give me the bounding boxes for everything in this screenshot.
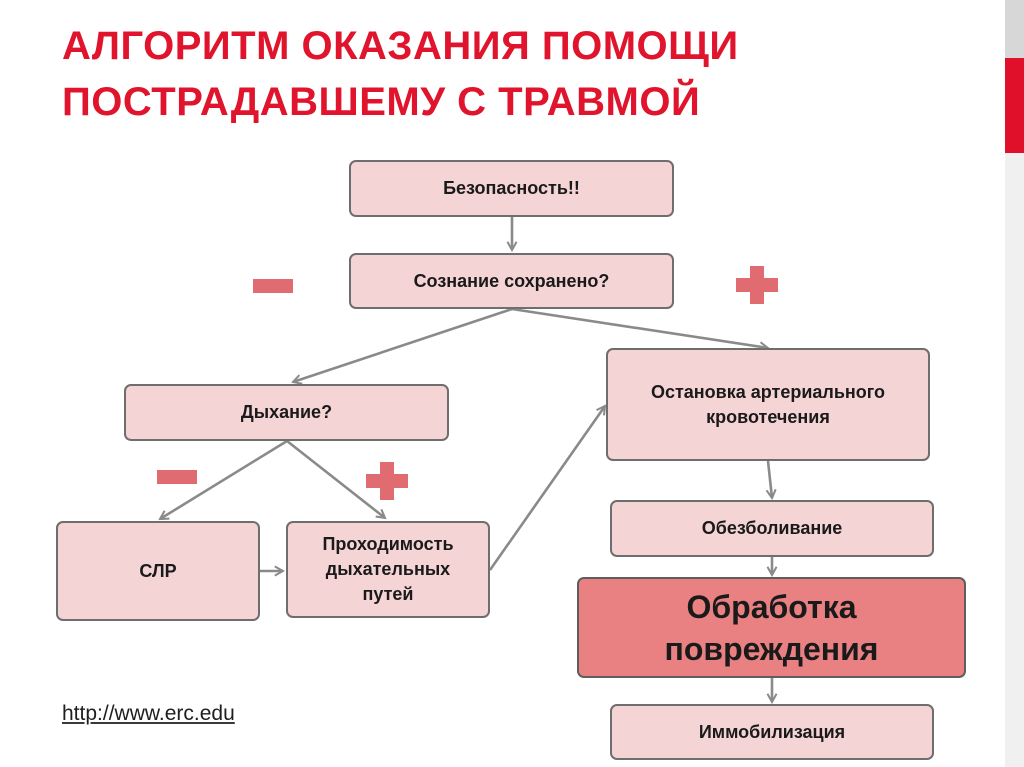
slide-title-line-2: ПОСТРАДАВШЕМУ С ТРАВМОЙ <box>62 80 701 124</box>
node-airway-label: Проходимость дыхательных путей <box>322 534 454 604</box>
arrow-bleeding-to-analgesia <box>768 460 772 498</box>
node-cpr: СЛР <box>56 521 260 621</box>
accent-bar-red <box>1005 58 1024 153</box>
arrow-conscious-to-bleeding <box>511 307 768 348</box>
node-safety: Безопасность!! <box>349 160 674 217</box>
node-bleeding: Остановка артериального кровотечения <box>606 348 930 461</box>
node-treatment-label: Обработка повреждения <box>664 588 879 667</box>
plus-icon <box>736 266 778 304</box>
node-immobilization: Иммобилизация <box>610 704 934 760</box>
node-immobilization-label: Иммобилизация <box>698 721 846 742</box>
accent-bar-bottom <box>1005 153 1024 767</box>
node-cpr-label: СЛР <box>139 560 177 581</box>
node-safety-label: Безопасность!! <box>443 178 580 198</box>
slide-title: АЛГОРИТМ ОКАЗАНИЯ ПОМОЩИ ПОСТРАДАВШЕМУ С… <box>62 18 962 130</box>
plus-icon <box>366 462 408 500</box>
accent-bar <box>1005 0 1024 767</box>
arrow-conscious-to-breathing <box>293 307 513 382</box>
source-link[interactable]: http://www.erc.edu <box>62 702 235 725</box>
node-airway: Проходимость дыхательных путей <box>286 521 490 618</box>
node-analgesia-label: Обезболивание <box>701 518 843 538</box>
arrow-breathing-to-cpr <box>160 439 288 521</box>
minus-icon <box>253 279 293 293</box>
node-treatment: Обработка повреждения <box>577 577 966 678</box>
node-bleeding-label: Остановка артериального кровотечения <box>650 381 886 427</box>
arrow-airway-to-bleeding <box>488 406 605 571</box>
node-breathing-label: Дыхание? <box>240 402 333 422</box>
arrow-breathing-to-airway <box>286 439 385 518</box>
accent-bar-top <box>1005 0 1024 58</box>
node-breathing: Дыхание? <box>124 384 449 441</box>
node-conscious-label: Сознание сохранено? <box>413 270 610 291</box>
node-conscious: Сознание сохранено? <box>349 253 674 309</box>
slide-title-line-1: АЛГОРИТМ ОКАЗАНИЯ ПОМОЩИ <box>62 24 739 68</box>
node-analgesia: Обезболивание <box>610 500 934 557</box>
minus-icon <box>157 470 197 484</box>
